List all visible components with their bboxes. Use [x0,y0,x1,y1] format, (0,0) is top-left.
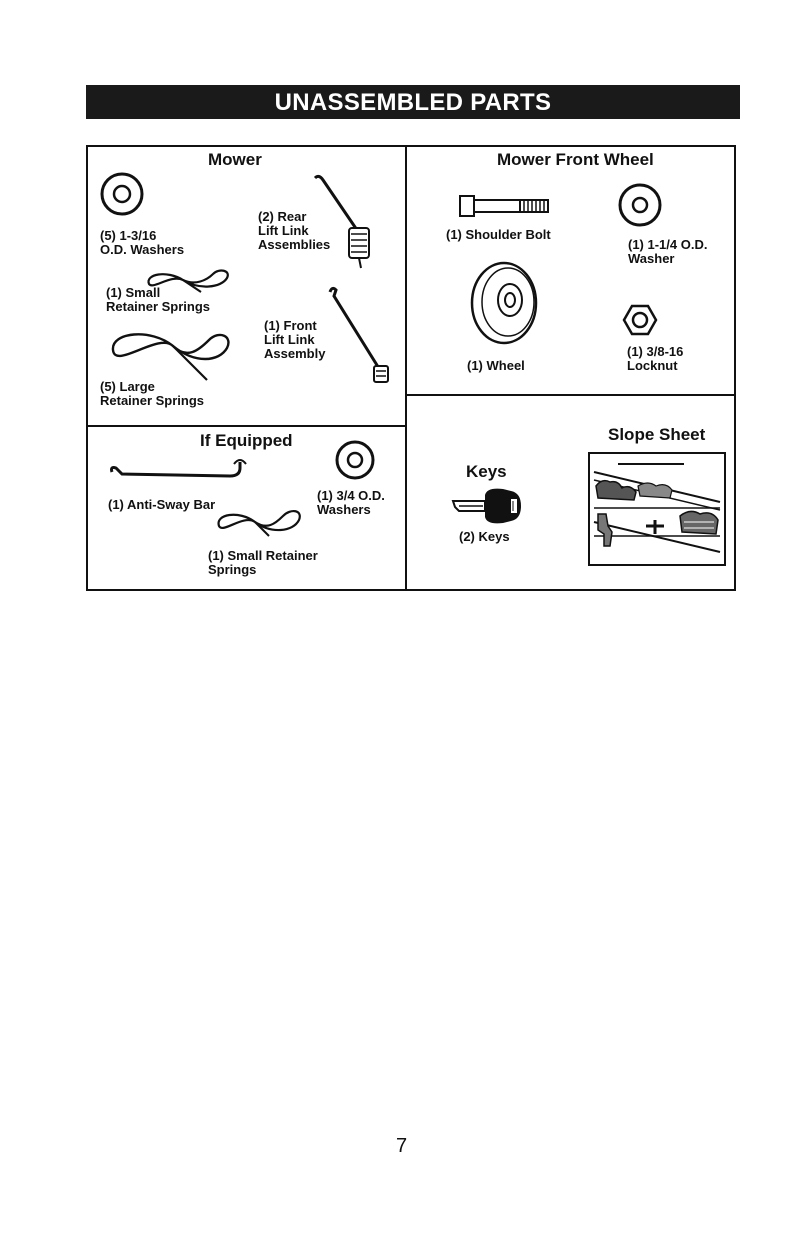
slope-sheet-illustration [588,452,726,566]
wheel-icon [470,261,538,345]
grid-divider-vertical [405,145,407,591]
if-equipped-heading: If Equipped [200,431,293,450]
shoulder-bolt-icon [459,195,549,217]
small-washer-icon [335,440,375,480]
rear-link-label: (2) Rear Lift Link Assemblies [258,209,331,252]
wheel-washer-label: (1) 1-1/4 O.D. Washer [628,237,708,266]
page-number: 7 [396,1135,408,1157]
slope-sheet-heading: Slope Sheet [608,425,706,444]
title-banner: UNASSEMBLED PARTS [86,85,740,119]
mower-heading: Mower [208,150,262,169]
if-equipped-springs-label: (1) Small Retainer Springs [208,548,318,577]
small-springs-label: (1) Small Retainer Springs [106,285,211,314]
front-link-label: (1) Front Lift Link Assembly [264,318,326,361]
if-equipped-spring-icon [217,510,301,537]
anti-sway-bar-label: (1) Anti-Sway Bar [108,497,216,512]
if-equipped-washers-label: (1) 3/4 O.D. Washers [317,488,385,517]
front-lift-link-icon [328,286,389,383]
large-springs-label: (5) Large Retainer Springs [100,379,205,408]
shoulder-bolt-label: (1) Shoulder Bolt [446,227,551,242]
parts-grid [86,145,736,591]
large-retainer-spring-icon [111,333,230,381]
washer-icon [100,172,144,216]
key-icon [451,488,521,524]
keys-label: (2) Keys [459,529,510,544]
small-retainer-spring-icon [147,269,229,293]
grid-divider-right [405,394,736,396]
locknut-label: (1) 3/8-16 Locknut [627,344,684,373]
wheel-washer-icon [618,183,662,227]
wheel-label: (1) Wheel [467,358,525,373]
page-title: UNASSEMBLED PARTS [274,89,552,116]
grid-divider-left [86,425,407,427]
washers-label: (5) 1-3/16 O.D. Washers [100,228,185,257]
rear-lift-link-icon [313,174,370,269]
locknut-icon [622,304,658,336]
anti-sway-bar-icon [110,459,247,478]
keys-heading: Keys [466,462,507,481]
front-wheel-heading: Mower Front Wheel [497,150,654,169]
